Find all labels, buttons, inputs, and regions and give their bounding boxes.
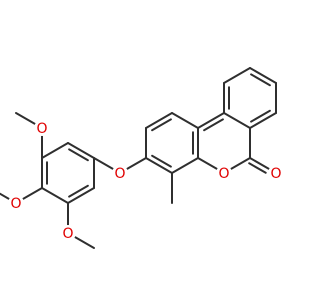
methoxy3-methyl-bond [73, 236, 95, 249]
methoxy-oxygen-top-label-background [34, 120, 50, 136]
methoxy-oxygen-bottom-label-background [60, 225, 76, 241]
tmp-ring-double-2 [68, 184, 89, 198]
methoxy-oxygen-middle-label: O [10, 196, 21, 212]
aryl-ring-bond-1 [171, 112, 199, 129]
aryl-ring-double-3 [151, 118, 172, 132]
benzo-ring-bond-6 [223, 67, 251, 84]
benzo-ring-bond-1 [249, 67, 277, 84]
methoxy2-bond [21, 187, 43, 200]
ether-oxygen-label-background [112, 165, 128, 181]
tmp-ring-bond-4 [41, 187, 69, 204]
ring-oxygen-label: O [218, 166, 229, 182]
aryl-ring-double-2 [151, 154, 172, 168]
lactone-bond-o5-c4a [197, 157, 219, 170]
carbonyl-oxygen-label: O [270, 166, 281, 182]
lactone-bond-c10b-c10a [197, 112, 225, 129]
ether-oxygen-label: O [114, 166, 125, 182]
methoxy-oxygen-bottom-label: O [62, 226, 73, 242]
tmp-ring-bond-6 [41, 142, 69, 159]
benzo-ring-bond-4 [223, 112, 251, 129]
methoxy2-methyl-bond [0, 192, 11, 200]
ether-bond-o-ch2 [93, 157, 115, 170]
chemical-structure-diagram: O O O O O O [0, 67, 284, 249]
benzo-ring-double-2 [250, 109, 271, 123]
tmp-ring-bond-1 [67, 142, 95, 159]
aryl-ring-bond-3 [171, 157, 199, 174]
tmp-ring-bond-3 [67, 187, 95, 204]
methoxy1-methyl-bond [15, 112, 37, 125]
ring-oxygen-label-background [216, 165, 232, 181]
tmp-ring-double-1 [68, 148, 89, 162]
carbonyl-oxygen-label-background [268, 165, 284, 181]
ether-bond-aryl-o [125, 157, 147, 170]
benzo-ring-double-1 [250, 73, 271, 87]
methoxy-oxygen-middle-label-background [8, 195, 24, 211]
aryl-ring-bond-6 [145, 112, 173, 129]
carbonyl-double-bond [248, 162, 267, 174]
benzo-ring-bond-3 [249, 112, 277, 129]
carbonyl-bond [249, 157, 271, 170]
lactone-bond-c6-o5 [229, 157, 251, 170]
aryl-ring-bond-4 [145, 157, 173, 174]
methoxy-oxygen-top-label: O [36, 121, 47, 137]
lactone-ring-double [203, 118, 224, 132]
